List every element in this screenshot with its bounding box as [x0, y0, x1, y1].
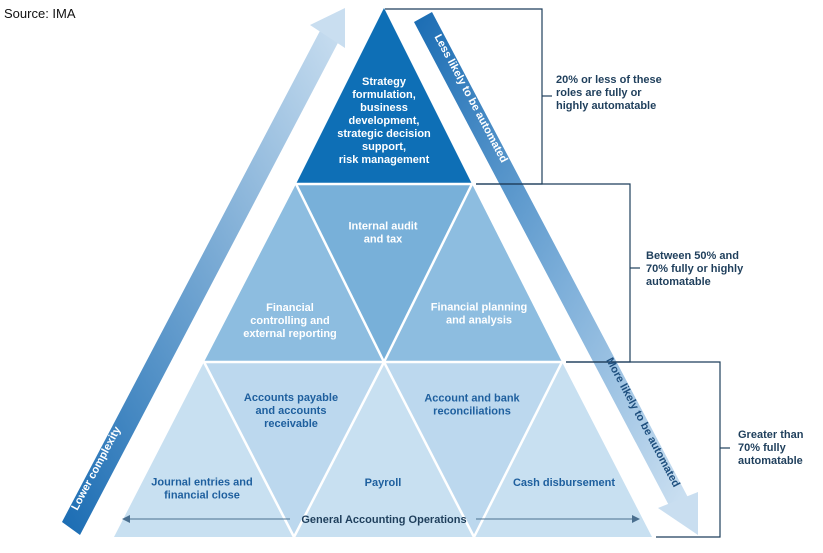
label-strategy-line: risk management — [339, 154, 430, 166]
annotation-top-line: highly automatable — [556, 100, 657, 112]
label-internal-audit-line: and tax — [364, 234, 403, 246]
source-label: Source: IMA — [4, 6, 76, 21]
tier-bottom-center-down — [294, 362, 474, 537]
annotation-middle-line: Between 50% and — [646, 250, 739, 262]
annotation-top-line: 20% or less of these — [556, 74, 662, 86]
label-payroll: Payroll — [365, 477, 402, 489]
label-accounts-payable-line: and accounts — [256, 405, 327, 417]
general-accounting-operations-label: General Accounting Operations — [301, 514, 466, 526]
annotation-middle-line: automatable — [646, 276, 711, 288]
label-payroll-line: Payroll — [365, 477, 402, 489]
annotation-middle: Between 50% and 70% fully or highly auto… — [646, 250, 743, 289]
label-financial-planning-line: and analysis — [446, 315, 512, 327]
label-cash-disbursement: Cash disbursement — [513, 477, 615, 489]
tier-bottom-right-down — [474, 362, 652, 537]
label-account-reconciliations-line: Account and bank — [424, 393, 520, 405]
label-strategy-line: support, — [362, 141, 406, 153]
label-strategy-line: business — [360, 102, 408, 114]
annotation-bottom: Greater than 70% fully automatable — [738, 429, 803, 468]
label-journal-entries-line: Journal entries and — [151, 477, 252, 489]
annotation-bottom-line: automatable — [738, 455, 803, 467]
tier-middle-center — [296, 184, 472, 362]
label-account-reconciliations-line: reconciliations — [433, 406, 511, 418]
annotation-top-line: roles are fully or — [556, 87, 642, 99]
tier-bottom-left-up — [204, 362, 384, 537]
left-arrow-shaft — [62, 27, 341, 535]
tier-middle-left — [204, 184, 384, 362]
label-accounts-payable-line: receivable — [264, 418, 318, 430]
tier-bottom-left-down — [114, 362, 294, 537]
tier-top — [296, 8, 472, 184]
tier-separators — [202, 182, 564, 538]
right-arrow-shaft — [414, 12, 692, 515]
tier-bottom-right-up — [384, 362, 562, 537]
tier-middle-right — [384, 184, 562, 362]
label-financial-controlling-line: controlling and — [250, 315, 329, 327]
label-strategy-line: formulation, — [352, 89, 416, 101]
label-accounts-payable-line: Accounts payable — [244, 392, 338, 404]
right-arrow-head — [658, 492, 698, 535]
left-arrow-head — [310, 8, 345, 48]
annotation-top: 20% or less of these roles are fully or … — [556, 74, 662, 113]
label-financial-controlling-line: Financial — [266, 302, 314, 314]
annotation-bottom-line: Greater than — [738, 429, 804, 441]
label-financial-controlling-line: external reporting — [243, 328, 337, 340]
annotation-middle-line: 70% fully or highly — [646, 263, 744, 275]
annotation-brackets — [385, 8, 730, 538]
label-strategy-line: Strategy — [362, 76, 407, 88]
label-cash-disbursement-line: Cash disbursement — [513, 477, 615, 489]
label-financial-planning-line: Financial planning — [431, 302, 528, 314]
label-internal-audit-line: Internal audit — [348, 221, 417, 233]
label-strategy-line: development, — [349, 115, 420, 127]
label-journal-entries-line: financial close — [164, 490, 240, 502]
base-double-arrow — [122, 515, 640, 523]
label-strategy-line: strategic decision — [337, 128, 431, 140]
annotation-bottom-line: 70% fully — [738, 442, 786, 454]
